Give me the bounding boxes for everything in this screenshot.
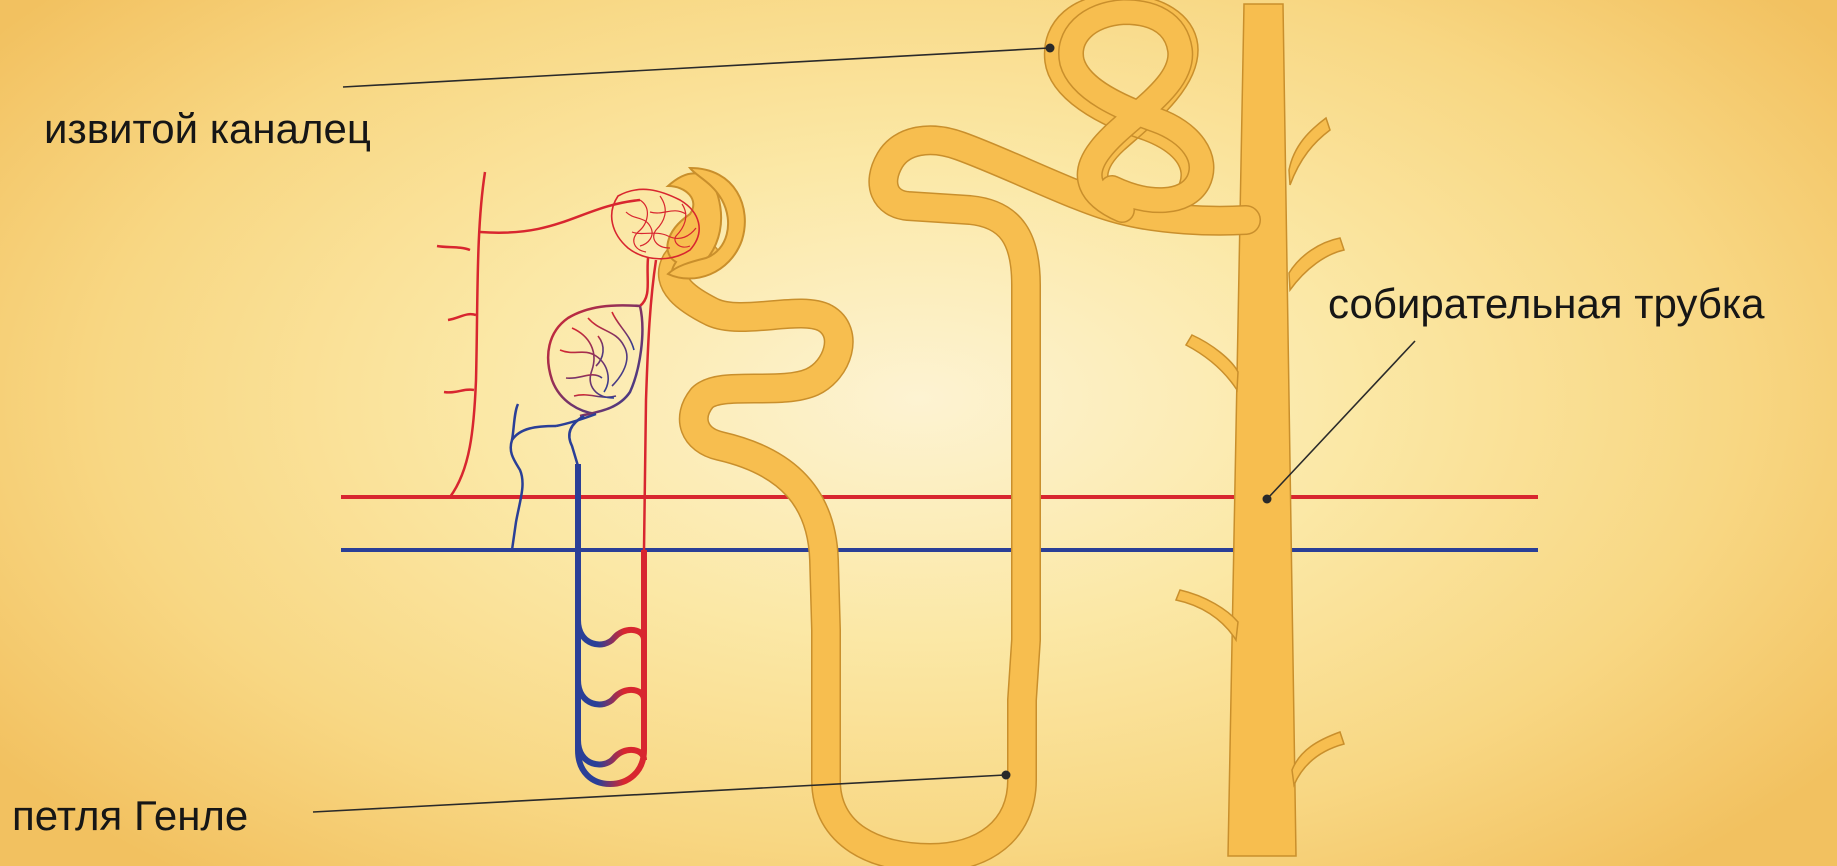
- capillary-net: [560, 312, 634, 398]
- vasa-recta: [578, 464, 644, 784]
- collecting-duct: [665, 0, 1344, 866]
- label-loop-of-henle: петля Генле: [12, 795, 248, 837]
- afferent-arteriole: [437, 172, 640, 497]
- leader-convoluted: [343, 44, 1055, 88]
- label-collecting-duct: собирательная трубка: [1328, 283, 1765, 325]
- venous-network: [511, 404, 584, 550]
- leader-henle: [313, 771, 1011, 813]
- efferent-network: [548, 258, 656, 550]
- label-convoluted-tubule: извитой каналец: [44, 108, 371, 150]
